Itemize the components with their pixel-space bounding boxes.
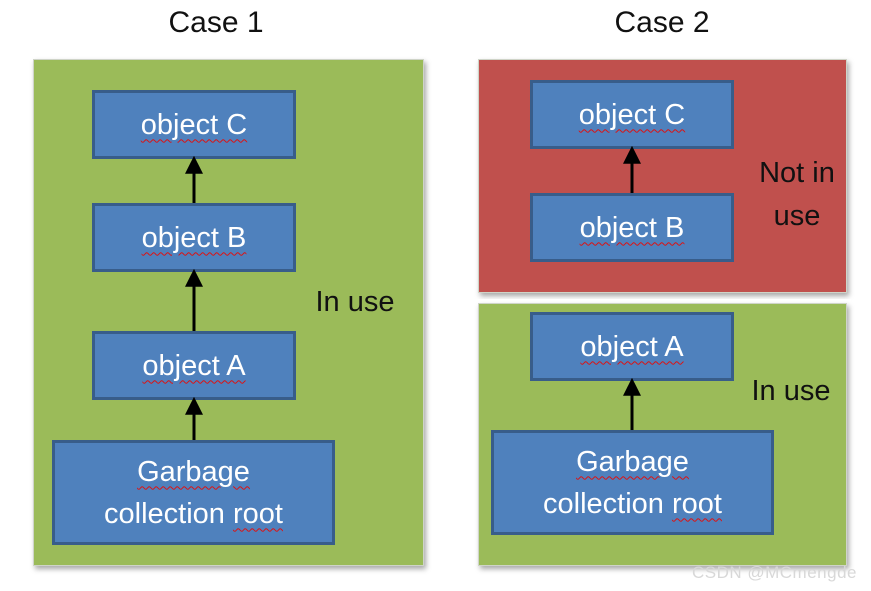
case-1-object-a: object A — [92, 331, 296, 400]
case-2-in-use-label: In use — [751, 375, 831, 407]
watermark: CSDN @MCmengde — [691, 563, 857, 582]
case-2-object-a: object A — [530, 312, 734, 381]
not-in-use-line1: Not in — [759, 157, 835, 189]
case-1-title: Case 1 — [168, 6, 264, 39]
gc-root-line2b: root — [232, 497, 283, 530]
case-2-gc-root: Garbage collection root — [491, 430, 774, 535]
gc-root-line2b: root — [671, 487, 722, 520]
object-c-label: object C — [140, 108, 248, 141]
gc-root-line2a: collection — [543, 487, 672, 520]
gc-root-line2a: collection — [104, 497, 233, 530]
case-1-object-c: object C — [92, 90, 296, 159]
case-2-object-b: object B — [530, 193, 734, 262]
object-b-label: object B — [141, 221, 247, 254]
object-a-label: object A — [142, 349, 246, 382]
case-2-not-in-use-label: Not in use — [742, 152, 852, 238]
case-2-title: Case 2 — [614, 6, 710, 39]
gc-root-line1: Garbage — [137, 455, 250, 488]
object-c-label: object C — [578, 98, 686, 131]
object-b-label: object B — [579, 211, 685, 244]
case-1-object-b: object B — [92, 203, 296, 272]
case-1-gc-root: Garbage collection root — [52, 440, 335, 545]
gc-root-line1: Garbage — [576, 445, 689, 478]
object-a-label: object A — [580, 330, 684, 363]
case-2-object-c: object C — [530, 80, 734, 149]
case-1-in-use-label: In use — [315, 286, 395, 318]
not-in-use-line2: use — [773, 200, 821, 232]
